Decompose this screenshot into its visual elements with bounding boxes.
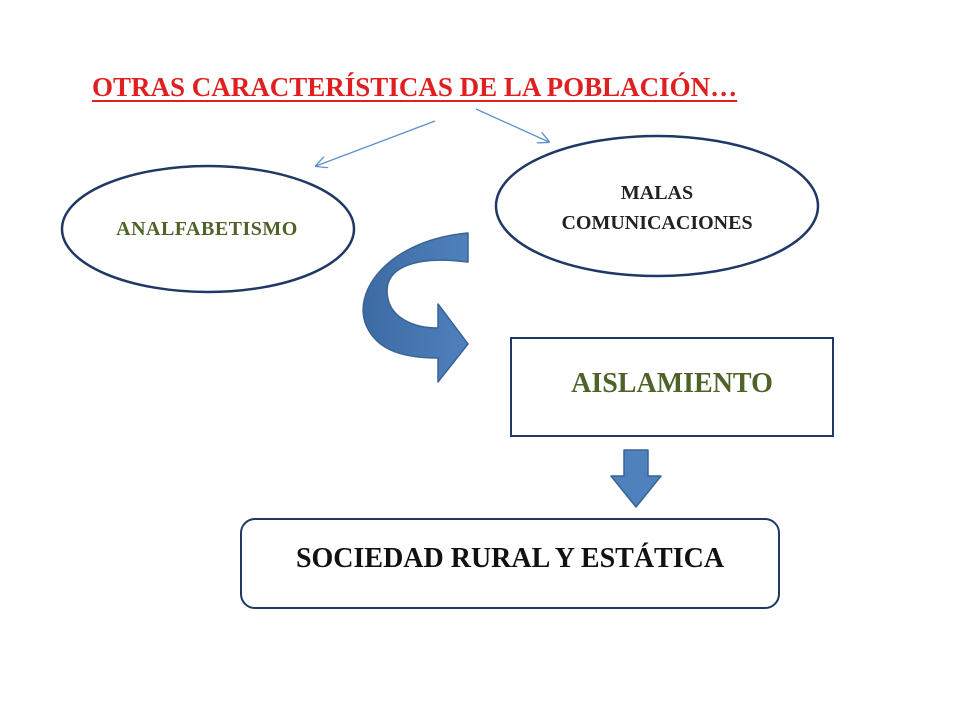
node-sociedad-label: SOCIEDAD RURAL Y ESTÁTICA: [295, 543, 725, 574]
node-aislamiento-box: [510, 337, 834, 437]
curved-arrow: [362, 232, 469, 383]
connector-arrow-left: [316, 120, 436, 166]
node-sociedad-box: [240, 518, 780, 609]
node-analfabetismo-label: ANALFABETISMO: [116, 218, 298, 240]
node-analfabetismo-ellipse: [60, 164, 356, 294]
diagram-title: OTRAS CARACTERÍSTICAS DE LA POBLACIÓN…: [92, 72, 738, 102]
node-malas-line1: MALAS: [620, 182, 694, 204]
node-malas-comunicaciones-ellipse: [494, 134, 820, 278]
node-malas-line2: COMUNICACIONES: [561, 212, 753, 234]
node-malas-comunicaciones-label: MALAS COMUNICACIONES: [497, 178, 817, 238]
down-arrow: [610, 449, 662, 508]
connector-arrow-right: [475, 108, 549, 142]
node-aislamiento-label: AISLAMIENTO: [571, 368, 773, 399]
